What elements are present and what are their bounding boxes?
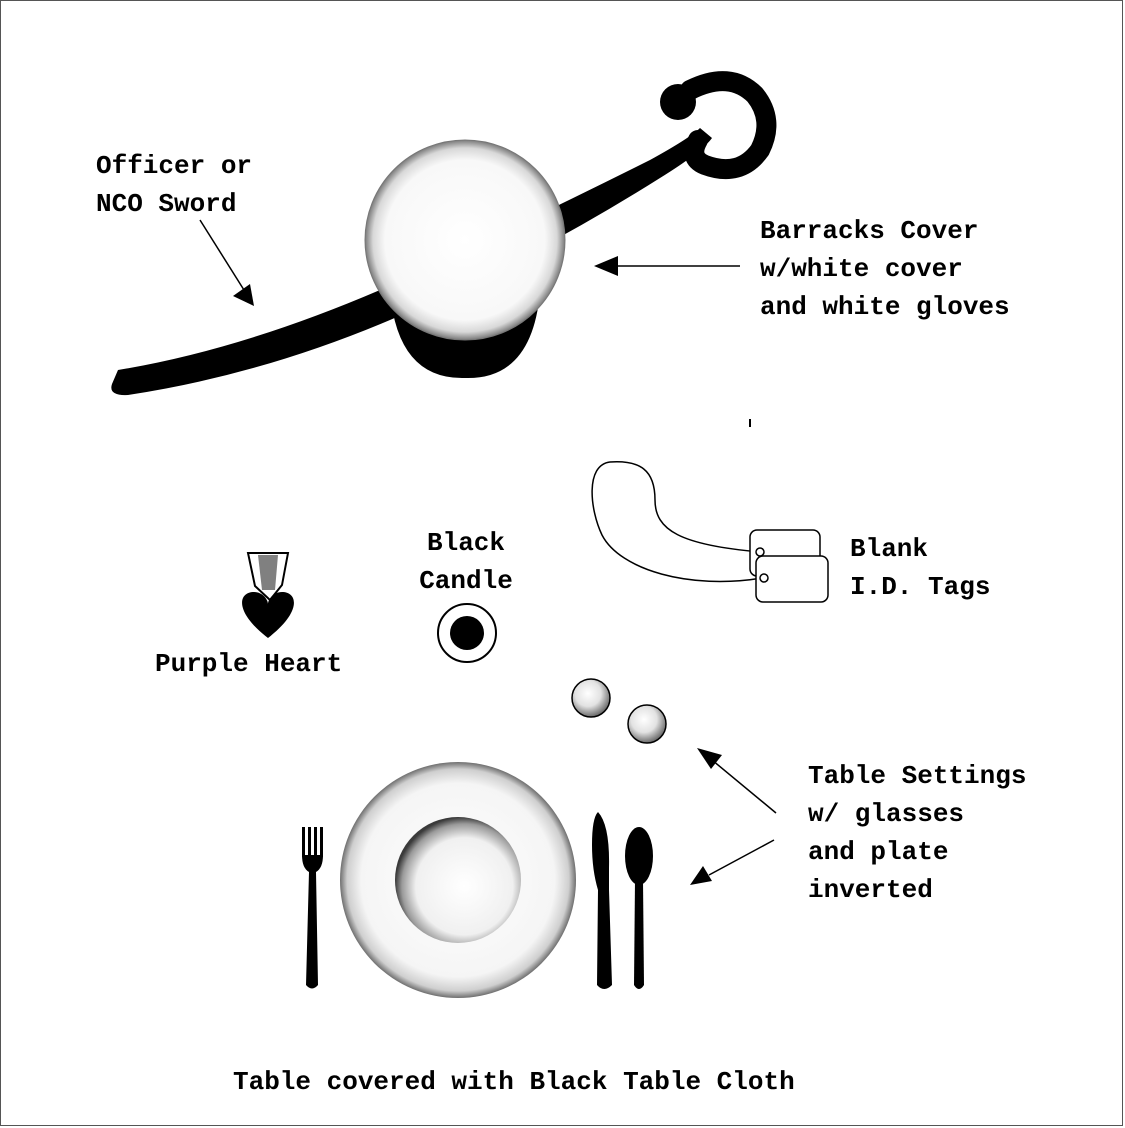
cover-arrow	[594, 256, 740, 276]
candle-label-line2: Candle	[396, 565, 536, 598]
cover-label-line1: Barracks Cover	[760, 215, 978, 248]
settings-label-line1: Table Settings	[808, 760, 1026, 793]
sword-arrow	[200, 220, 254, 306]
tick-mark	[749, 419, 751, 427]
id-tags-icon	[592, 462, 828, 602]
knife-icon	[592, 812, 612, 989]
footer-caption: Table covered with Black Table Cloth	[233, 1066, 795, 1099]
settings-label-line4: inverted	[808, 874, 933, 907]
fork-icon	[302, 827, 323, 989]
tags-label-line2: I.D. Tags	[850, 571, 990, 604]
settings-label-line2: w/ glasses	[808, 798, 964, 831]
barracks-cover-icon	[365, 140, 565, 378]
heart-label: Purple Heart	[155, 648, 342, 681]
cover-label-line2: w/white cover	[760, 253, 963, 286]
spoon-icon	[625, 827, 653, 989]
glasses-icon	[572, 679, 666, 743]
settings-label-line3: and plate	[808, 836, 948, 869]
settings-arrows	[690, 748, 776, 885]
sword-label-line2: NCO Sword	[96, 188, 236, 221]
tags-label-line1: Blank	[850, 533, 928, 566]
candle-icon	[438, 604, 496, 662]
cover-label-line3: and white gloves	[760, 291, 1010, 324]
candle-label-line1: Black	[396, 527, 536, 560]
plate-icon	[340, 762, 576, 998]
purple-heart-icon	[242, 553, 294, 638]
sword-label-line1: Officer or	[96, 150, 252, 183]
